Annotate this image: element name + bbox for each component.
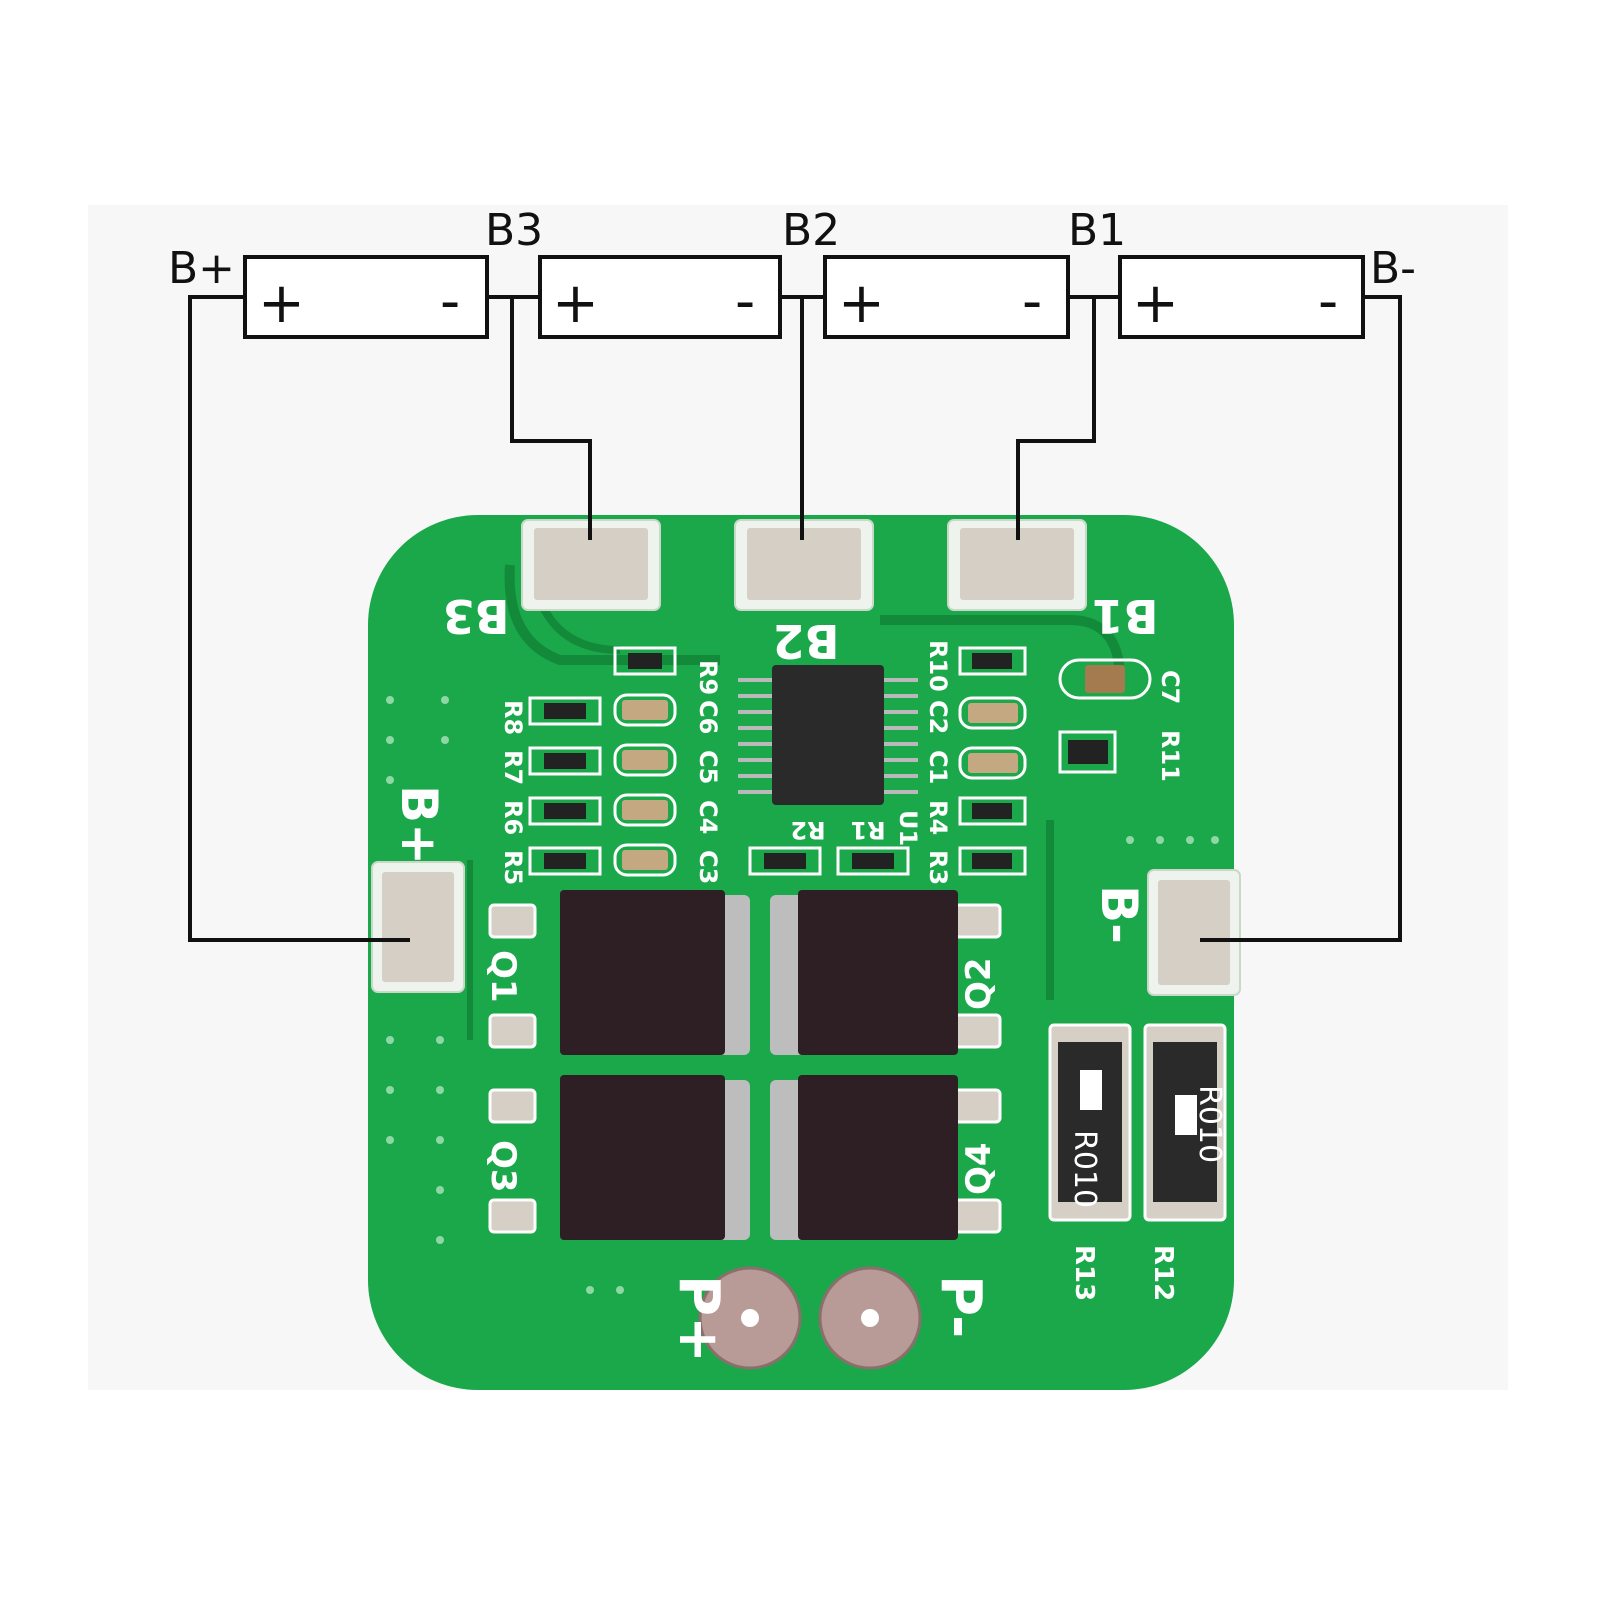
mosfet-q2	[770, 890, 1002, 1055]
shunt-r13: R010	[1048, 1023, 1132, 1222]
pad-b-minus	[1147, 869, 1241, 996]
label-r1: R1	[850, 816, 885, 844]
silk-label-b2: B2	[772, 614, 839, 668]
pad-b3	[521, 519, 661, 611]
ic-u1	[738, 665, 918, 805]
cell-polarity-marks: + - + - + - + -	[258, 269, 1338, 336]
shunt-marking-r12: R010	[1192, 1085, 1227, 1163]
cell-2	[538, 255, 782, 339]
label-q4: Q4	[959, 1142, 999, 1195]
smd-left-column	[528, 646, 677, 877]
silk-label-b-minus: B-	[1090, 885, 1148, 944]
label-r6: R6	[499, 800, 527, 835]
label-c1: C1	[924, 750, 952, 784]
label-q2: Q2	[959, 957, 999, 1010]
smd-right-column	[748, 646, 1152, 876]
label-r7: R7	[499, 750, 527, 785]
label-q3: Q3	[483, 1140, 523, 1193]
shunt-marking-r13: R010	[1067, 1130, 1102, 1208]
node-label-b2: B2	[782, 205, 840, 256]
terminal-p-minus	[818, 1266, 922, 1370]
cell-3-plus: +	[838, 271, 885, 336]
battery-wiring	[188, 255, 1402, 942]
label-q1: Q1	[483, 950, 523, 1003]
node-label-b-minus: B-	[1370, 243, 1416, 294]
label-r10: R10	[924, 640, 952, 692]
shunt-r12: R010	[1143, 1023, 1227, 1222]
label-c6: C6	[694, 700, 722, 734]
label-u1: U1	[894, 810, 922, 846]
mosfet-q3	[488, 1075, 750, 1240]
label-c4: C4	[694, 800, 722, 834]
pad-b-plus	[371, 861, 465, 993]
cell-1-plus: +	[258, 271, 305, 336]
wire-b-plus	[188, 295, 410, 942]
cell-2-minus: -	[735, 269, 755, 334]
label-r9: R9	[694, 660, 722, 695]
label-r2: R2	[790, 816, 825, 844]
label-r5: R5	[499, 850, 527, 885]
pcb-board: B3 B2 B1	[368, 515, 1241, 1390]
mosfet-q1	[488, 890, 750, 1055]
cell-4-plus: +	[1132, 271, 1179, 336]
label-c5: C5	[694, 750, 722, 784]
label-r3: R3	[924, 850, 952, 885]
cell-3-minus: -	[1022, 269, 1042, 334]
silk-label-b-plus: B+	[390, 785, 448, 865]
node-label-b-plus: B+	[168, 243, 235, 294]
label-r12: R12	[1148, 1245, 1178, 1301]
silk-label-p-minus: P-	[928, 1275, 993, 1338]
label-r4: R4	[924, 800, 952, 835]
silk-label-b1: B1	[1091, 589, 1158, 643]
silk-label-b3: B3	[442, 589, 509, 643]
label-r8: R8	[499, 700, 527, 735]
silk-label-p-plus: P+	[666, 1275, 731, 1363]
wire-b1	[1016, 297, 1096, 540]
mosfet-q4	[770, 1075, 1002, 1240]
label-r11: R11	[1156, 730, 1184, 782]
cell-2-plus: +	[552, 271, 599, 336]
terminal-p-plus	[698, 1266, 802, 1370]
label-c2: C2	[924, 700, 952, 734]
label-c3: C3	[694, 850, 722, 884]
wire-b3	[510, 297, 592, 540]
label-r13: R13	[1069, 1245, 1099, 1301]
label-c7: C7	[1156, 670, 1184, 704]
pad-b2	[734, 519, 874, 611]
node-label-b1: B1	[1068, 205, 1126, 256]
wire-b-minus	[1200, 295, 1402, 942]
cell-1-minus: -	[440, 269, 460, 334]
node-label-b3: B3	[485, 205, 543, 256]
cell-4-minus: -	[1318, 269, 1338, 334]
